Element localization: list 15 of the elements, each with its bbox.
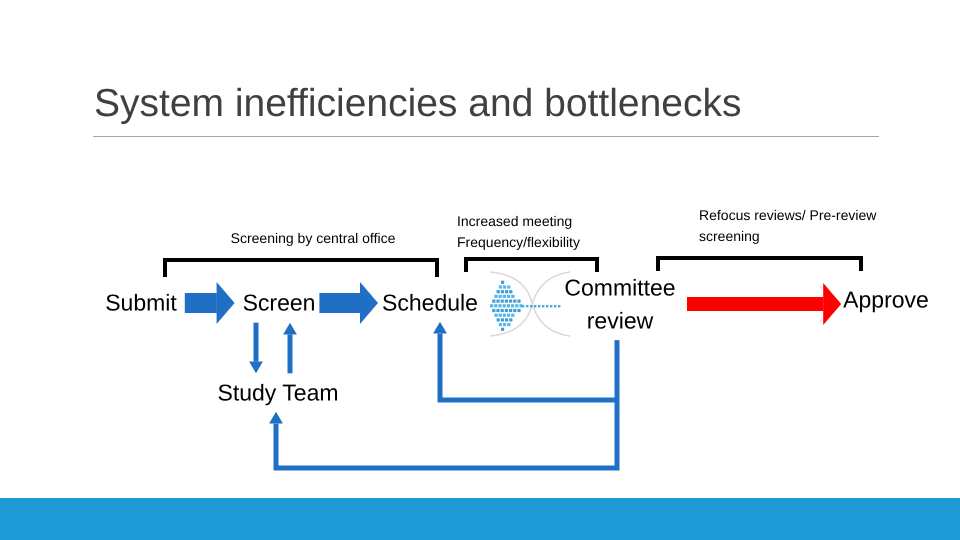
step-label: Approve bbox=[843, 283, 929, 317]
step-label: Schedule bbox=[382, 286, 478, 320]
step-label: Study Team bbox=[217, 376, 339, 410]
annotation-text: Refocus reviews/ Pre-review screening bbox=[699, 206, 878, 246]
step-label: Submit bbox=[105, 286, 177, 320]
annotation-text: Increased meeting Frequency/flexibility bbox=[457, 212, 581, 252]
arrow bbox=[283, 322, 297, 374]
arrow bbox=[249, 322, 263, 374]
step-label: Screen bbox=[242, 286, 316, 320]
block-arrow bbox=[687, 283, 842, 325]
slide-title: System inefficiencies and bottlenecks bbox=[94, 82, 742, 126]
arrow bbox=[269, 340, 620, 470]
step-label: Committee review bbox=[555, 272, 685, 338]
block-arrow bbox=[184, 282, 235, 324]
block-arrow bbox=[319, 282, 378, 324]
